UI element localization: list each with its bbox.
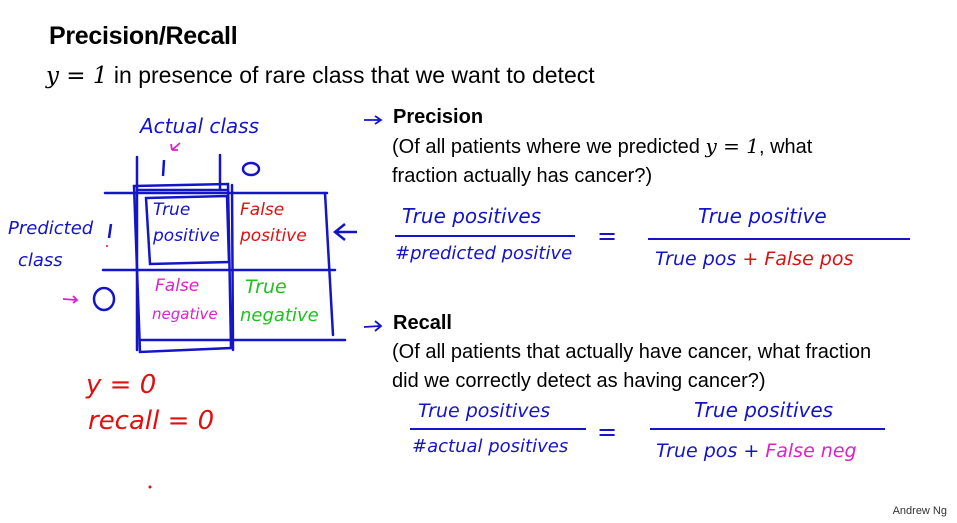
recall-frac2-denominator: True pos + False neg bbox=[656, 440, 857, 462]
precision-equals: = bbox=[597, 222, 618, 250]
subtitle-text: in presence of rare class that we want t… bbox=[107, 62, 595, 88]
subtitle-math: y = 1 bbox=[46, 63, 108, 89]
recall-description: (Of all patients that actually have canc… bbox=[392, 341, 872, 392]
actual-class-label: Actual class bbox=[140, 114, 260, 138]
annotation-recall-equals-0: recall = 0 bbox=[88, 406, 215, 436]
predicted-class-label-1: Predicted bbox=[8, 218, 94, 239]
cell-tn-line2: negative bbox=[240, 305, 319, 326]
recall-frac2-numerator: True positives bbox=[694, 398, 834, 422]
cell-fn-line1: False bbox=[155, 276, 200, 296]
annotation-y-equals-0: y = 0 bbox=[86, 370, 157, 400]
row-0-circle bbox=[92, 286, 116, 312]
recall-equals: = bbox=[597, 418, 618, 446]
cell-fp-line2: positive bbox=[240, 226, 307, 246]
slide-subtitle: y = 1 in presence of rare class that we … bbox=[46, 62, 595, 89]
recall-frac1-bar bbox=[410, 428, 586, 430]
author-credit: Andrew Ng bbox=[892, 505, 947, 517]
predicted-class-label-2: class bbox=[18, 250, 63, 271]
precision-frac1-bar bbox=[395, 235, 575, 237]
recall-frac1-denominator: #actual positives bbox=[412, 436, 569, 457]
precision-frac1-denominator: #predicted positive bbox=[395, 243, 573, 264]
recall-heading: Recall bbox=[393, 312, 452, 334]
recall-frac2-bar bbox=[650, 428, 885, 430]
cell-fp-line1: False bbox=[240, 200, 285, 220]
slide-title: Precision/Recall bbox=[49, 22, 238, 50]
precision-frac2-numerator: True positive bbox=[698, 204, 827, 228]
cell-tp-line1: True bbox=[153, 200, 191, 220]
recall-arrow-icon bbox=[363, 320, 383, 332]
cell-tp-line2: positive bbox=[153, 226, 220, 246]
precision-frac2-bar bbox=[648, 238, 910, 240]
precision-frac1-numerator: True positives bbox=[402, 204, 542, 228]
precision-description: (Of all patients where we predicted y = … bbox=[392, 134, 813, 187]
col-0-circle bbox=[241, 161, 261, 177]
precision-arrow-icon bbox=[364, 115, 383, 125]
recall-frac1-numerator: True positives bbox=[418, 400, 551, 422]
cell-fn-line2: negative bbox=[152, 305, 218, 323]
precision-frac2-denominator: True pos + False pos bbox=[655, 248, 854, 270]
precision-heading: Precision bbox=[393, 106, 484, 128]
cell-tn-line1: True bbox=[245, 276, 287, 298]
